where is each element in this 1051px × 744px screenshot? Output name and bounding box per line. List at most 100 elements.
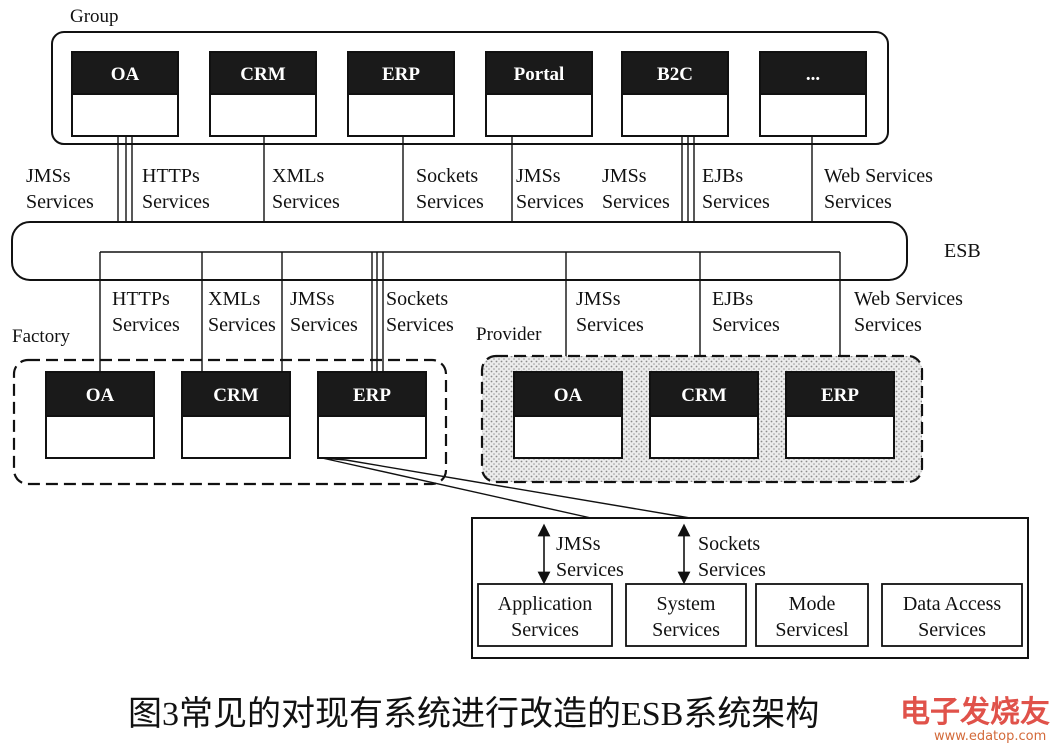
upper-service-label-line: Services — [824, 191, 892, 213]
group-system-label: CRM — [240, 64, 285, 85]
upper-service-label-line: Sockets — [416, 165, 478, 187]
group-system-oa: OA — [71, 51, 179, 137]
provider-system-label: ERP — [821, 385, 859, 406]
upper-service-label-line: JMSs — [516, 165, 561, 187]
group-system-header — [759, 51, 867, 95]
provider-system-oa: OA — [513, 371, 623, 459]
detail-link-label-line: Services — [698, 559, 766, 581]
lower-service-label-line: XMLs — [208, 288, 260, 310]
upper-service-label-line: JMSs — [602, 165, 647, 187]
factory-system-crm: CRM — [181, 371, 291, 459]
lower-service-label-line: Services — [112, 314, 180, 336]
upper-service-label-line: Services — [516, 191, 584, 213]
group-system-label: B2C — [657, 64, 693, 85]
module-label-line: Data Access — [903, 593, 1002, 615]
group-system-label: ERP — [382, 64, 420, 85]
factory-system-header — [45, 371, 155, 417]
lower-service-label-line: Web Services — [854, 288, 963, 310]
lower-service-label-line: HTTPs — [112, 288, 170, 310]
module-label-line: Mode — [789, 593, 836, 615]
provider-system-label: CRM — [681, 385, 726, 406]
upper-service-label-line: HTTPs — [142, 165, 200, 187]
factory-system-header — [181, 371, 291, 417]
watermark-logo: 电子发烧友 — [900, 695, 1050, 730]
lower-service-label-line: Services — [208, 314, 276, 336]
detail-link-label-line: Services — [556, 559, 624, 581]
provider-system-erp: ERP — [785, 371, 895, 459]
detail-link-label-line: Sockets — [698, 533, 760, 555]
lower-service-label-line: Services — [386, 314, 454, 336]
lower-service-label-line: Services — [290, 314, 358, 336]
lower-service-label-line: Sockets — [386, 288, 448, 310]
lower-service-label-line: Services — [576, 314, 644, 336]
provider-system-header — [513, 371, 623, 417]
factory-system-label: OA — [86, 385, 115, 406]
provider-title: Provider — [476, 324, 542, 345]
upper-service-label-line: Services — [702, 191, 770, 213]
lower-service-label-line: JMSs — [290, 288, 335, 310]
upper-service-label-line: XMLs — [272, 165, 324, 187]
group-system-label: ... — [806, 64, 820, 85]
group-container — [51, 31, 889, 145]
group-system-header — [71, 51, 179, 95]
group-system-header — [485, 51, 593, 95]
upper-service-label-line: Services — [142, 191, 210, 213]
module-label-line: Application — [498, 593, 592, 615]
group-system-more: ... — [759, 51, 867, 137]
detail-modules: ApplicationServicesSystemServicesModeSer… — [477, 583, 1023, 647]
factory-system-oa: OA — [45, 371, 155, 459]
module-label-line: System — [657, 593, 716, 615]
detail-zoom-lines — [321, 457, 691, 521]
upper-service-label-line: Web Services — [824, 165, 933, 187]
lower-service-label-line: Services — [854, 314, 922, 336]
factory-container — [12, 358, 448, 486]
esb-bus — [11, 221, 908, 281]
provider-system-label: OA — [554, 385, 583, 406]
upper-service-label-line: Services — [26, 191, 94, 213]
esb-label: ESB — [944, 240, 981, 262]
factory-title: Factory — [12, 326, 71, 347]
factory-system-header — [317, 371, 427, 417]
detail-link-label-line: JMSs — [556, 533, 601, 555]
group-systems: OA CRM ERP Portal B2C... — [71, 51, 867, 137]
lower-service-labels: HTTPsServicesXMLsServicesJMSsServicesSoc… — [112, 288, 963, 336]
upper-service-label-line: Services — [272, 191, 340, 213]
provider-system-header — [785, 371, 895, 417]
upper-service-label-line: EJBs — [702, 165, 743, 187]
group-title: Group — [70, 6, 119, 27]
provider-system-crm: CRM — [649, 371, 759, 459]
provider-system-header — [649, 371, 759, 417]
module-label-line: Services — [918, 619, 986, 641]
factory-system-erp: ERP — [317, 371, 427, 459]
module-label-line: Services — [652, 619, 720, 641]
figure-caption: 图3常见的对现有系统进行改造的ESB系统架构 — [128, 695, 819, 733]
upper-service-labels: JMSsServicesHTTPsServicesXMLsServicesSoc… — [26, 165, 933, 213]
provider-systems: OA CRM ERP — [513, 371, 895, 459]
group-system-label: Portal — [514, 64, 565, 85]
lower-service-label-line: Services — [712, 314, 780, 336]
group-system-b2c: B2C — [621, 51, 729, 137]
group-system-header — [347, 51, 455, 95]
group-system-header — [209, 51, 317, 95]
lower-service-label-line: JMSs — [576, 288, 621, 310]
detail-arrows — [537, 523, 691, 585]
watermark-url: www.edatop.com — [934, 729, 1046, 744]
